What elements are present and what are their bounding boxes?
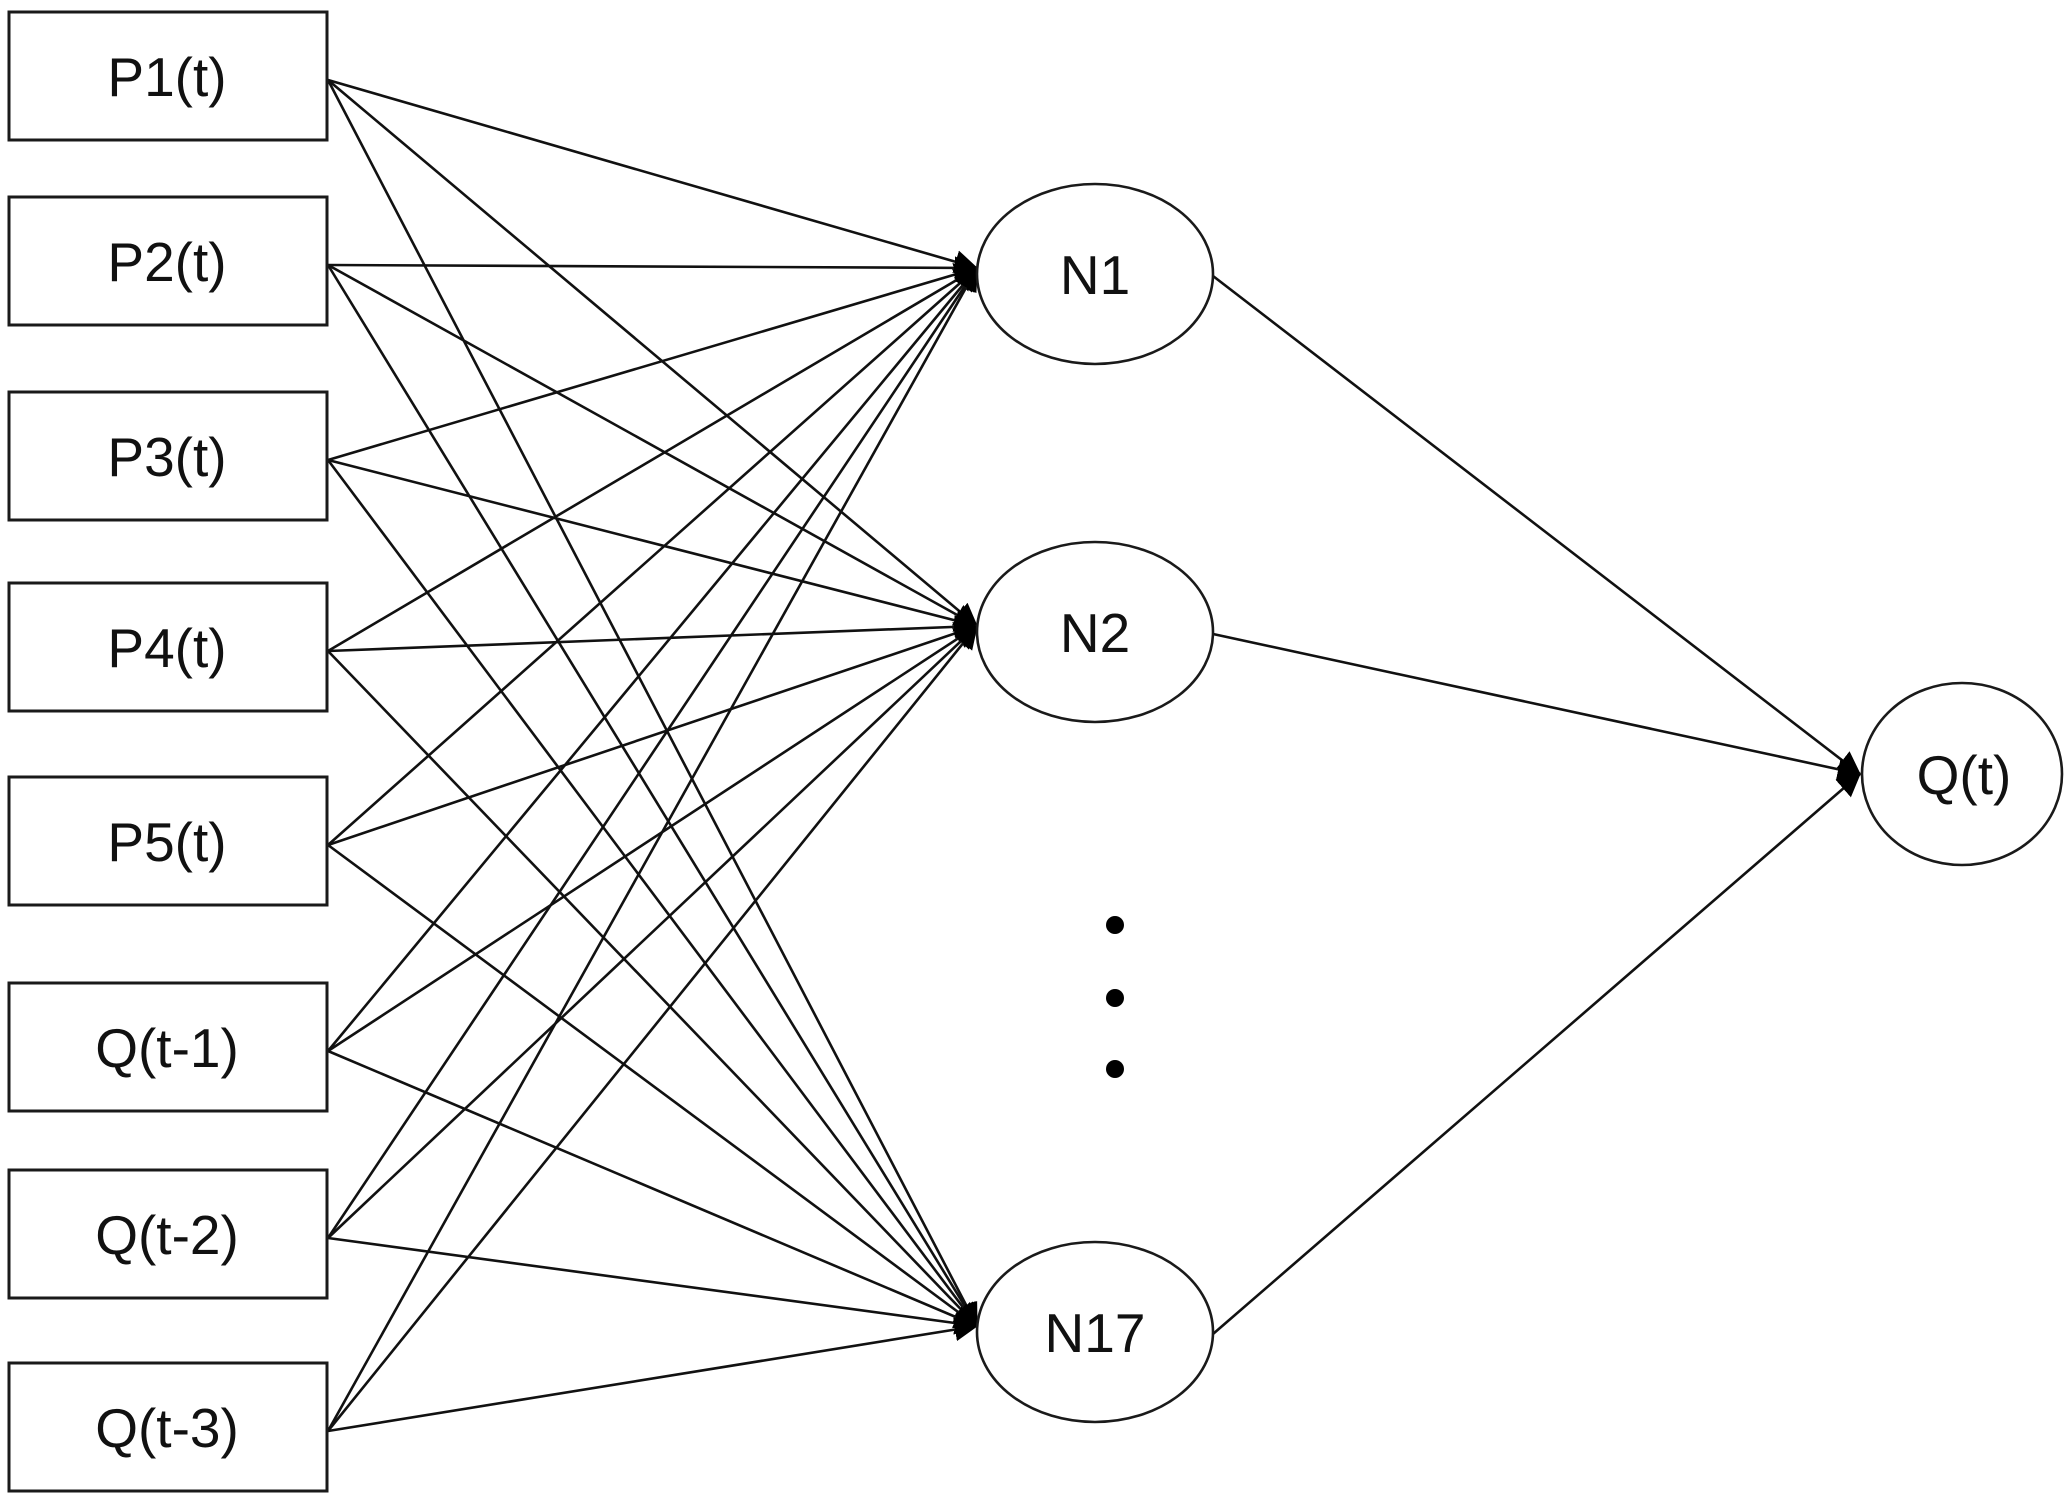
input-layer: P1(t) P2(t) P3(t) P4(t) P5(t) Q(t-1) Q(t-2) Q(t… (7, 10, 329, 1493)
edge-p3-t-to-n1 (327, 263, 979, 462)
edge-q-t-1-to-n2 (327, 624, 978, 1053)
edges-layer (326, 78, 1862, 1433)
input-box (7, 1168, 329, 1300)
input-node-q-t-3: Q(t-3) (7, 1361, 329, 1493)
edge-q-t-2-to-n17 (327, 1236, 979, 1335)
edge-n17-to-output (1212, 773, 1861, 1335)
edge-q-t-1-to-n1 (326, 267, 979, 1052)
edge-q-t-1-to-n17 (327, 1049, 979, 1329)
input-node-p1-t: P1(t) (7, 10, 329, 142)
input-node-q-t-2: Q(t-2) (7, 1168, 329, 1300)
input-node-p5-t: P5(t) (7, 775, 329, 907)
input-label: P3(t) (107, 426, 226, 488)
input-label: Q(t-1) (95, 1017, 239, 1079)
edge-p1-t-to-n17 (326, 79, 979, 1328)
input-box (7, 1361, 329, 1493)
input-box (7, 981, 329, 1113)
hidden-node-ellipse (975, 540, 1215, 724)
edge-p2-t-to-n17 (326, 264, 979, 1327)
ellipsis-dot-1 (1106, 916, 1124, 934)
edge-p4-t-to-n17 (327, 650, 978, 1327)
edge-p5-t-to-n2 (327, 622, 979, 847)
input-label: Q(t-2) (95, 1204, 239, 1266)
input-node-q-t-1: Q(t-1) (7, 981, 329, 1113)
output-node-q-t: Q(t) (1860, 681, 2064, 867)
input-node-p3-t: P3(t) (7, 390, 329, 522)
hidden-node-n17: N17 (975, 1240, 1215, 1424)
edge-p2-t-to-n2 (327, 263, 979, 628)
edge-q-t-2-to-n2 (327, 625, 978, 1239)
input-box (7, 390, 329, 522)
hidden-node-label: N2 (1060, 602, 1130, 664)
hidden-node-ellipse (975, 1240, 1215, 1424)
edge-p1-t-to-n2 (327, 79, 978, 627)
input-box (7, 775, 329, 907)
ellipsis-dot-3 (1106, 1060, 1124, 1078)
edge-p4-t-to-n2 (327, 615, 979, 653)
output-node-ellipse (1860, 681, 2064, 867)
hidden-node-label: N17 (1045, 1302, 1146, 1364)
ellipsis-dot-2 (1106, 989, 1124, 1007)
hidden-node-n2: N2 (975, 540, 1215, 724)
input-label: P4(t) (107, 617, 226, 679)
edge-q-t-3-to-n1 (326, 266, 979, 1432)
edge-q-t-3-to-n17 (327, 1318, 979, 1433)
input-box (7, 10, 329, 142)
edge-p2-t-to-n1 (327, 256, 979, 280)
edge-n2-to-output (1212, 632, 1862, 781)
edge-p1-t-to-n1 (327, 78, 979, 274)
output-layer: Q(t) (1860, 681, 2064, 867)
input-box (7, 195, 329, 327)
edge-q-t-3-to-n2 (326, 625, 979, 1432)
edge-p3-t-to-n2 (327, 458, 979, 632)
edge-p4-t-to-n1 (327, 266, 979, 653)
hidden-node-ellipse (975, 182, 1215, 366)
edge-n1-to-output (1212, 274, 1861, 776)
edge-p5-t-to-n17 (327, 843, 978, 1328)
input-label: P5(t) (107, 811, 226, 873)
hidden-ellipsis (1106, 916, 1124, 1078)
input-label: P2(t) (107, 231, 226, 293)
output-node-label: Q(t) (1917, 744, 2012, 806)
edge-p3-t-to-n17 (326, 459, 979, 1327)
input-label: Q(t-3) (95, 1397, 239, 1459)
edge-p5-t-to-n1 (327, 267, 978, 846)
input-node-p2-t: P2(t) (7, 195, 329, 327)
input-node-p4-t: P4(t) (7, 581, 329, 713)
edge-q-t-2-to-n1 (326, 267, 979, 1239)
hidden-node-n1: N1 (975, 182, 1215, 366)
input-box (7, 581, 329, 713)
hidden-node-label: N1 (1060, 244, 1130, 306)
input-label: P1(t) (107, 46, 226, 108)
